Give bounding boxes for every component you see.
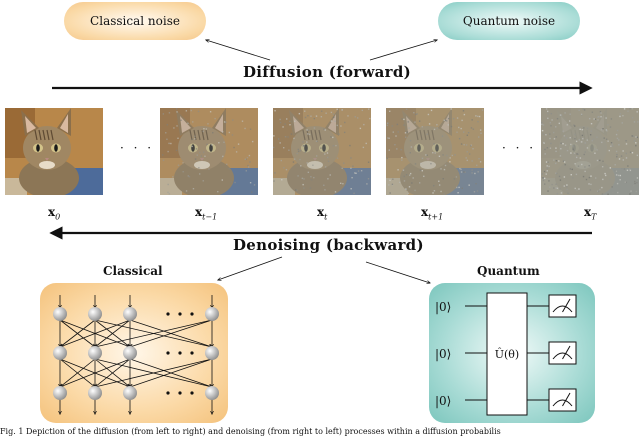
neuron-node xyxy=(123,307,137,321)
classical-title: Classical xyxy=(103,264,163,278)
cat-photo xyxy=(386,108,484,195)
ellipsis-left: · · · xyxy=(120,141,155,155)
cat-photo xyxy=(160,108,258,195)
cat-photo xyxy=(5,108,103,195)
arrow-to-quantum-model xyxy=(365,261,430,283)
unitary-label: Û(θ) xyxy=(495,347,519,361)
classical-noise-text: Classical noise xyxy=(90,14,180,28)
qubit-label: |0⟩ xyxy=(435,347,451,361)
ellipsis-right: · · · xyxy=(502,141,537,155)
neuron-node xyxy=(53,386,67,400)
classical-network-box xyxy=(40,283,228,423)
neural-network-diagram xyxy=(53,295,219,423)
frame-xt xyxy=(273,108,371,195)
label-x0: x0 xyxy=(48,205,61,222)
forward-label: Diffusion (forward) xyxy=(243,63,412,81)
label-xt: xt xyxy=(317,205,328,222)
arrow-to-quantum-noise xyxy=(369,40,437,61)
classical-noise-label: Classical noise xyxy=(64,2,206,40)
frame-x0 xyxy=(5,108,103,195)
figure-caption: Fig. 1 Depiction of the diffusion (from … xyxy=(0,427,501,436)
neuron-node xyxy=(88,307,102,321)
frame-xt-minus-1 xyxy=(160,108,258,195)
label-xT: xT xyxy=(584,205,597,222)
quantum-circuit-diagram: |0⟩ |0⟩ |0⟩ Û(θ) xyxy=(435,292,577,416)
unitary-gate xyxy=(486,292,528,416)
cat-photo xyxy=(273,108,371,195)
neuron-node xyxy=(53,346,67,360)
quantum-circuit-box: |0⟩ |0⟩ |0⟩ Û(θ) xyxy=(429,283,595,423)
label-xt-plus-1: xt+1 xyxy=(421,205,444,222)
neuron-node xyxy=(205,346,219,360)
arrow-to-classical-noise xyxy=(206,40,271,61)
frame-xt-plus-1 xyxy=(386,108,484,195)
qubit-label: |0⟩ xyxy=(435,394,451,408)
arrow-to-classical-model xyxy=(218,256,283,280)
neuron-node xyxy=(88,386,102,400)
neuron-node xyxy=(53,307,67,321)
label-xt-minus-1: xt−1 xyxy=(195,205,218,222)
neuron-node xyxy=(123,386,137,400)
quantum-noise-text: Quantum noise xyxy=(462,14,556,28)
neuron-node xyxy=(205,386,219,400)
neuron-node xyxy=(88,346,102,360)
neuron-node xyxy=(205,307,219,321)
neuron-node xyxy=(123,346,137,360)
cat-photo xyxy=(541,108,639,195)
quantum-noise-label: Quantum noise xyxy=(438,2,580,40)
quantum-title: Quantum xyxy=(477,264,540,278)
frame-xT xyxy=(541,108,639,195)
qubit-label: |0⟩ xyxy=(435,300,451,314)
backward-label: Denoising (backward) xyxy=(233,236,424,254)
